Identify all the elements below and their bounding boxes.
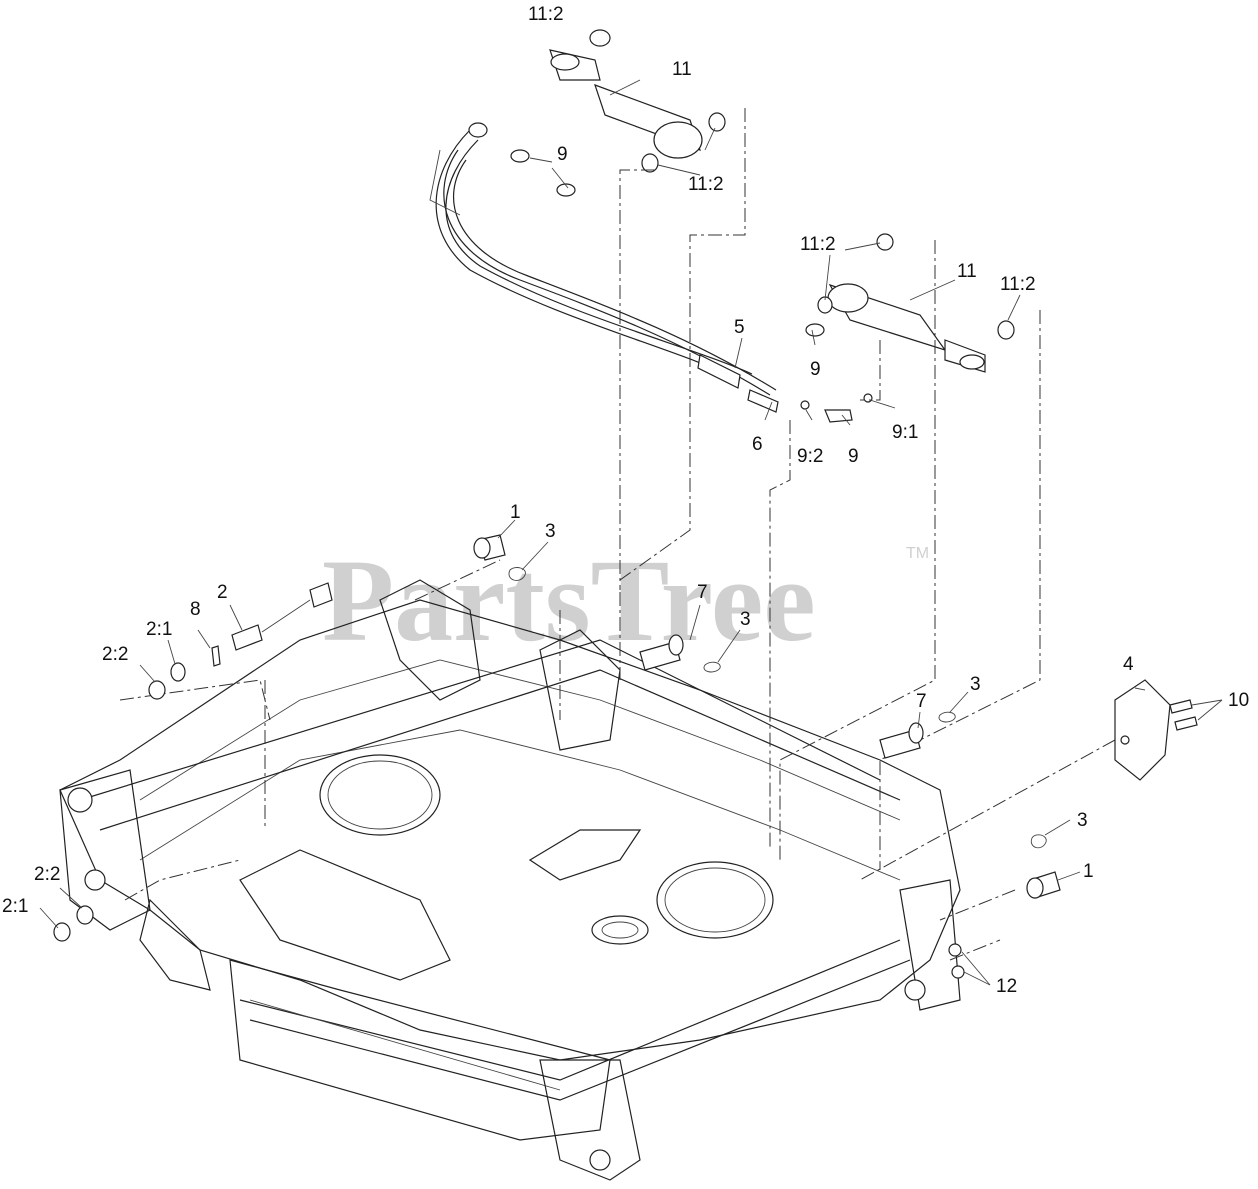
callout-6: 6 [752,434,763,455]
callout-3: 3 [545,521,556,542]
callout-9: 9 [557,144,568,165]
watermark-trademark: TM [906,545,929,562]
callout-1: 1 [1083,861,1094,882]
hose-fittings [697,354,873,423]
hydraulic-cylinder-right [805,233,1015,373]
callout-9: 9 [848,446,859,467]
spindle-covers [239,754,774,981]
callout-7: 7 [697,582,708,603]
callout-2-1: 2:1 [2,896,28,917]
hydraulic-cylinder-left [468,29,726,197]
callout-1: 1 [510,502,521,523]
deck-frame [59,579,961,1181]
leader-lines [39,79,1223,986]
callout-labels: 11:2 11 9 11:2 11:2 11 11:2 5 9 6 9:2 9 … [2,4,1249,997]
callout-2-1: 2:1 [146,619,172,640]
callout-11-2: 11:2 [688,174,724,195]
callout-11: 11 [672,59,692,80]
watermark-text: PartsTree [322,535,816,666]
callout-9-2: 9:2 [797,446,823,467]
callout-5: 5 [734,317,745,338]
callout-11-2: 11:2 [1000,274,1036,295]
hydraulic-hoses [429,129,777,396]
callout-11-2: 11:2 [528,4,564,25]
callout-3: 3 [740,609,751,630]
callout-9: 9 [810,359,821,380]
callout-4: 4 [1123,654,1134,675]
callout-7: 7 [916,691,927,712]
callout-11-2: 11:2 [800,234,836,255]
callout-8: 8 [190,599,201,620]
callout-2-2: 2:2 [34,864,60,885]
callout-3: 3 [1077,810,1088,831]
callout-12: 12 [996,976,1017,997]
exploded-view-lines [119,108,1116,961]
callout-2-2: 2:2 [102,644,128,665]
callout-3: 3 [970,674,981,695]
callout-2: 2 [217,582,228,603]
callout-11: 11 [957,261,977,282]
callout-10: 10 [1228,690,1249,711]
loose-parts [53,534,1198,979]
callout-9-1: 9:1 [892,422,918,443]
